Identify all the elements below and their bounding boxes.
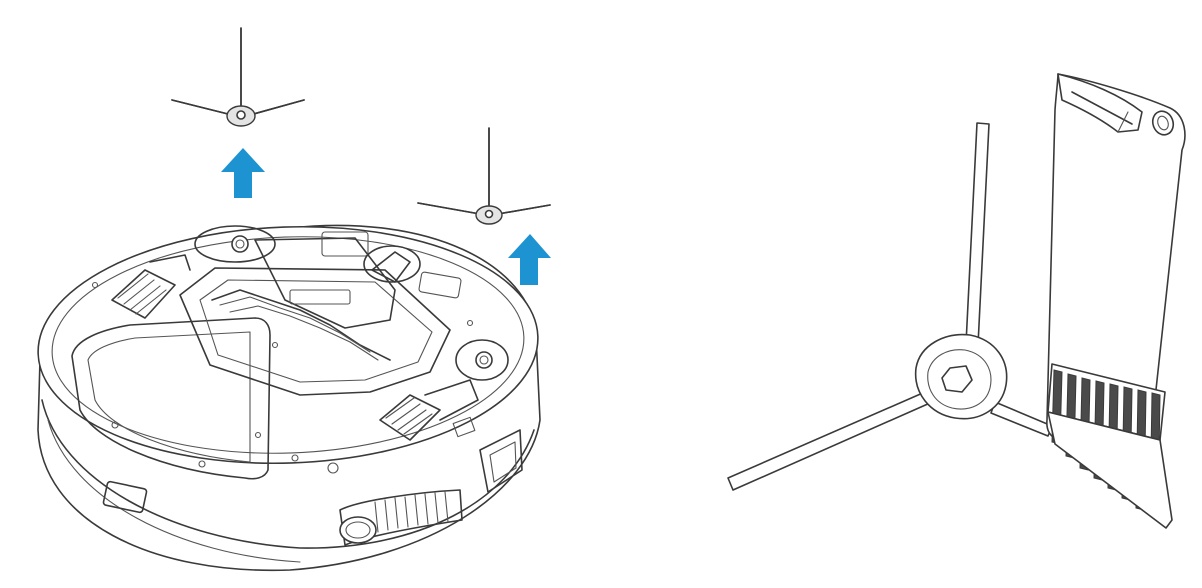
side-brush-large-icon — [727, 122, 1053, 491]
up-arrow-left-icon — [221, 148, 265, 198]
cleaning-tool-icon — [1046, 73, 1186, 529]
side-brush-left-icon — [171, 27, 305, 127]
up-arrow-right-icon — [508, 234, 551, 285]
robot-vacuum-body-icon — [37, 224, 541, 572]
side-brush-right-icon — [417, 127, 551, 225]
